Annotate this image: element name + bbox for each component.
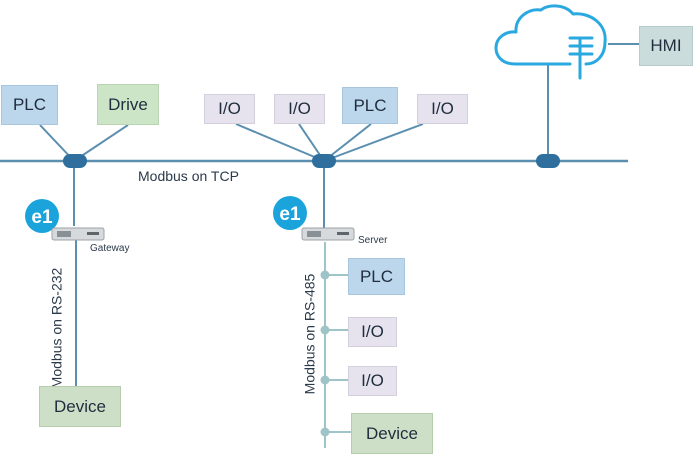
gateway-logo-icon: e1 [25,199,59,233]
top-io-box-3: I/O [417,94,468,124]
top-plc-box-2: PLC [342,87,398,124]
gateway-device-icon [51,227,105,241]
svg-text:e1: e1 [279,204,301,225]
tcp-bus-label: Modbus on TCP [138,168,239,184]
top-plc-box: PLC [1,85,58,125]
rs485-plc-box: PLC [348,258,405,295]
rs232-device-box: Device [39,386,121,427]
server-device-icon [301,227,355,241]
server-label: Server [358,235,388,246]
rs485-io-box-2: I/O [348,366,397,396]
top-io-box-2: I/O [274,94,325,124]
hmi-box: HMI [639,26,693,66]
svg-text:e1: e1 [31,207,53,228]
rs485-device-box: Device [351,413,433,454]
cloud-icon [494,4,607,80]
server-logo-icon: e1 [273,196,307,230]
coupler-right [536,154,560,168]
io1-drop-line [235,123,325,162]
rs485-connectors [325,274,352,433]
rs232-label: Modbus on RS-232 [48,267,65,389]
io3-drop-line [323,123,424,162]
coupler-center [312,154,336,168]
top-io-box-1: I/O [204,94,255,124]
rs485-nodes [320,270,330,437]
top-drive-box: Drive [97,84,159,125]
coupler-left [63,154,87,168]
rs485-label: Modbus on RS-485 [301,273,318,395]
gateway-label: Gateway [90,243,130,254]
rs485-io-box-1: I/O [348,317,397,347]
